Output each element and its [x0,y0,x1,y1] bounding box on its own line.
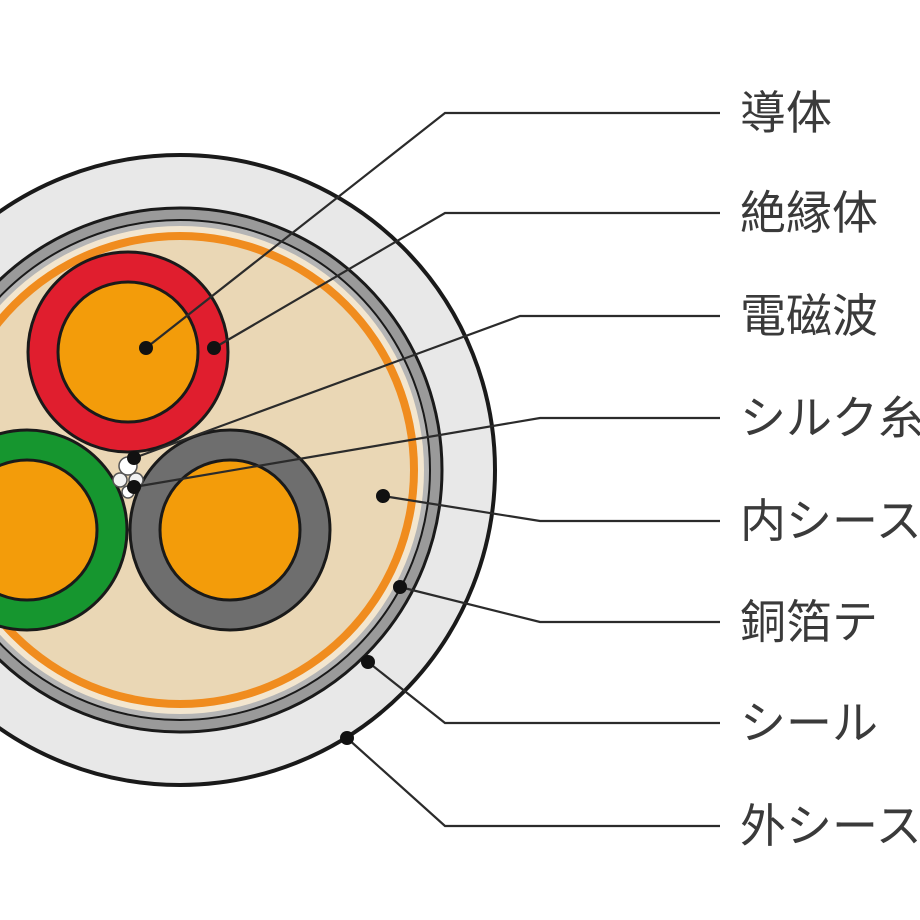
leader-line-silk [133,416,720,489]
leader-dot-inner-sheath [376,489,390,503]
leader-dot-copper-tape [393,580,407,594]
leader-dot-silk [127,480,141,494]
label-silk: シルク糸 [740,391,920,445]
core-gray-conductor [158,458,302,602]
label-conductor: 導体 [740,86,832,140]
leader-dot-conductor [139,341,153,355]
leader-line-emshield [133,314,720,460]
leader-line-copper-tape [399,585,720,624]
leader-line-shield [367,661,720,725]
leader-dot-outer-sheath [340,731,354,745]
leader-line-outer-sheath [346,737,720,828]
leader-line-insulation [213,211,720,349]
leader-line-inner-sheath [382,494,720,523]
label-outer-sheath: 外シース [740,799,920,853]
core-red-conductor [56,280,200,424]
leader-lines [127,111,720,828]
labels: 導体 絶縁体 電磁波 シルク糸 内シース 銅箔テ シール 外シース [740,86,920,853]
cable-body [0,153,497,787]
leader-dot-insulation [207,341,221,355]
label-emshield: 電磁波 [740,289,878,343]
leader-dot-emshield [127,451,141,465]
label-shield: シール [740,696,878,750]
leader-dot-shield [361,655,375,669]
label-inner-sheath: 内シース [740,494,920,548]
leader-line-conductor [145,111,720,349]
core-green-conductor [0,458,99,602]
label-copper-tape: 銅箔テ [740,595,878,649]
label-insulation: 絶縁体 [740,186,878,240]
